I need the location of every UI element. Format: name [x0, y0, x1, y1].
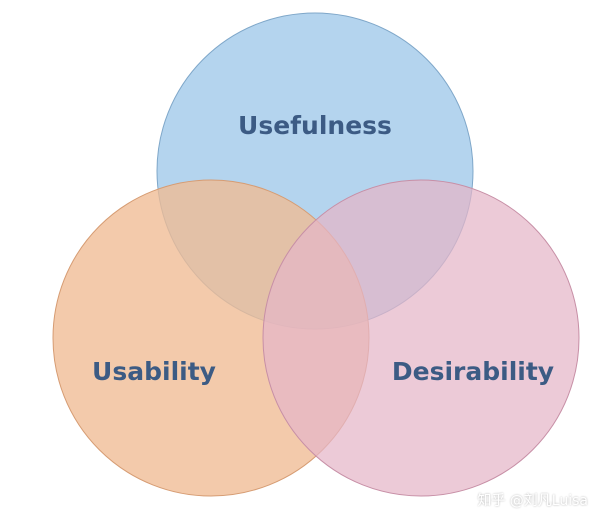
usefulness-label: Usefulness: [238, 111, 392, 140]
usability-label: Usability: [92, 357, 216, 386]
desirability-circle: [262, 179, 580, 497]
desirability-label: Desirability: [392, 357, 554, 386]
watermark: 知乎 @刘凡Luisa: [477, 493, 588, 509]
